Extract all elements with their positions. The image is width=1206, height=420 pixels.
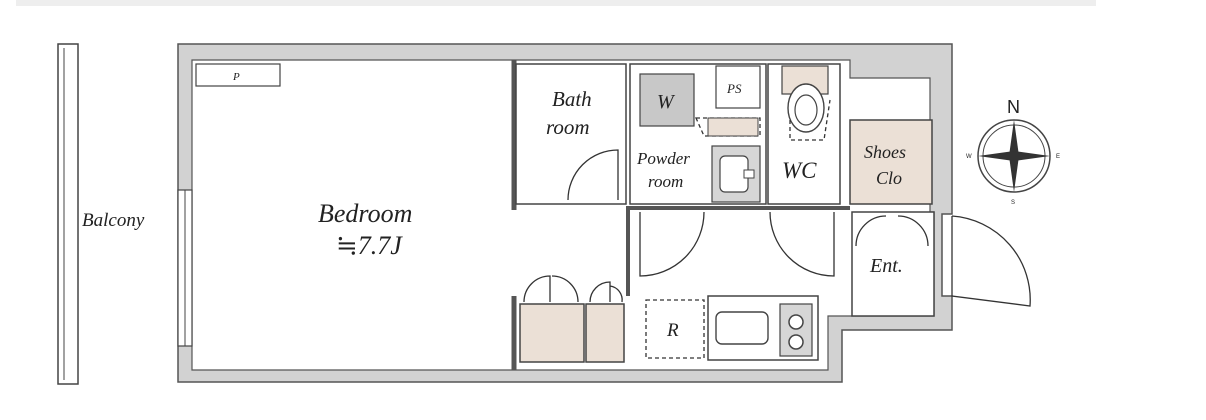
wc-label: WC [782,158,817,183]
powder-door [639,211,705,277]
pipe-label: P [232,71,240,83]
toilet-outline [789,99,831,141]
closet-right [585,303,625,363]
entrance-label: Ent. [869,255,903,277]
compass-w: W [966,154,972,160]
ps-label: PS [726,81,742,96]
balcony-label: Balcony [82,210,145,231]
closet-left [519,303,585,363]
bath-room [515,63,627,205]
wc-door [769,211,835,277]
shoes-label-2: Clo [876,168,902,188]
compass-s: S [1011,200,1015,206]
powder-label-1: Powder [636,149,690,168]
washer-label: W [657,91,676,113]
bedroom-size: ≒7.7J [336,231,403,260]
balcony-rail [57,43,79,385]
shoes-closet-doors [855,215,929,247]
fridge-label: R [666,320,679,341]
toilet-seat [794,94,818,126]
basin-tap [743,169,755,179]
powder-label-2: room [648,172,683,191]
pipe-box [195,63,281,87]
bedroom-label: Bedroom [318,199,412,228]
compass-n: N [1007,97,1020,117]
bath-door [567,149,619,201]
washer-box [639,73,695,127]
compass-e: E [1056,154,1060,160]
ps-shelf [707,117,759,137]
closet-doors [523,275,623,303]
shoes-label-1: Shoes [864,142,906,162]
fridge-space [645,299,705,359]
shoes-closet [849,119,933,205]
bath-label-1: Bath [552,87,592,111]
kitchen-sink [715,311,769,345]
ps-box [715,65,761,109]
stove-burner-2 [788,334,804,350]
entry-door [951,215,1031,307]
top-scrollbar [16,0,1096,6]
entrance-area [851,211,935,317]
compass-rose [977,119,1051,193]
bath-label-2: room [546,115,590,139]
stove-burner-1 [788,314,804,330]
